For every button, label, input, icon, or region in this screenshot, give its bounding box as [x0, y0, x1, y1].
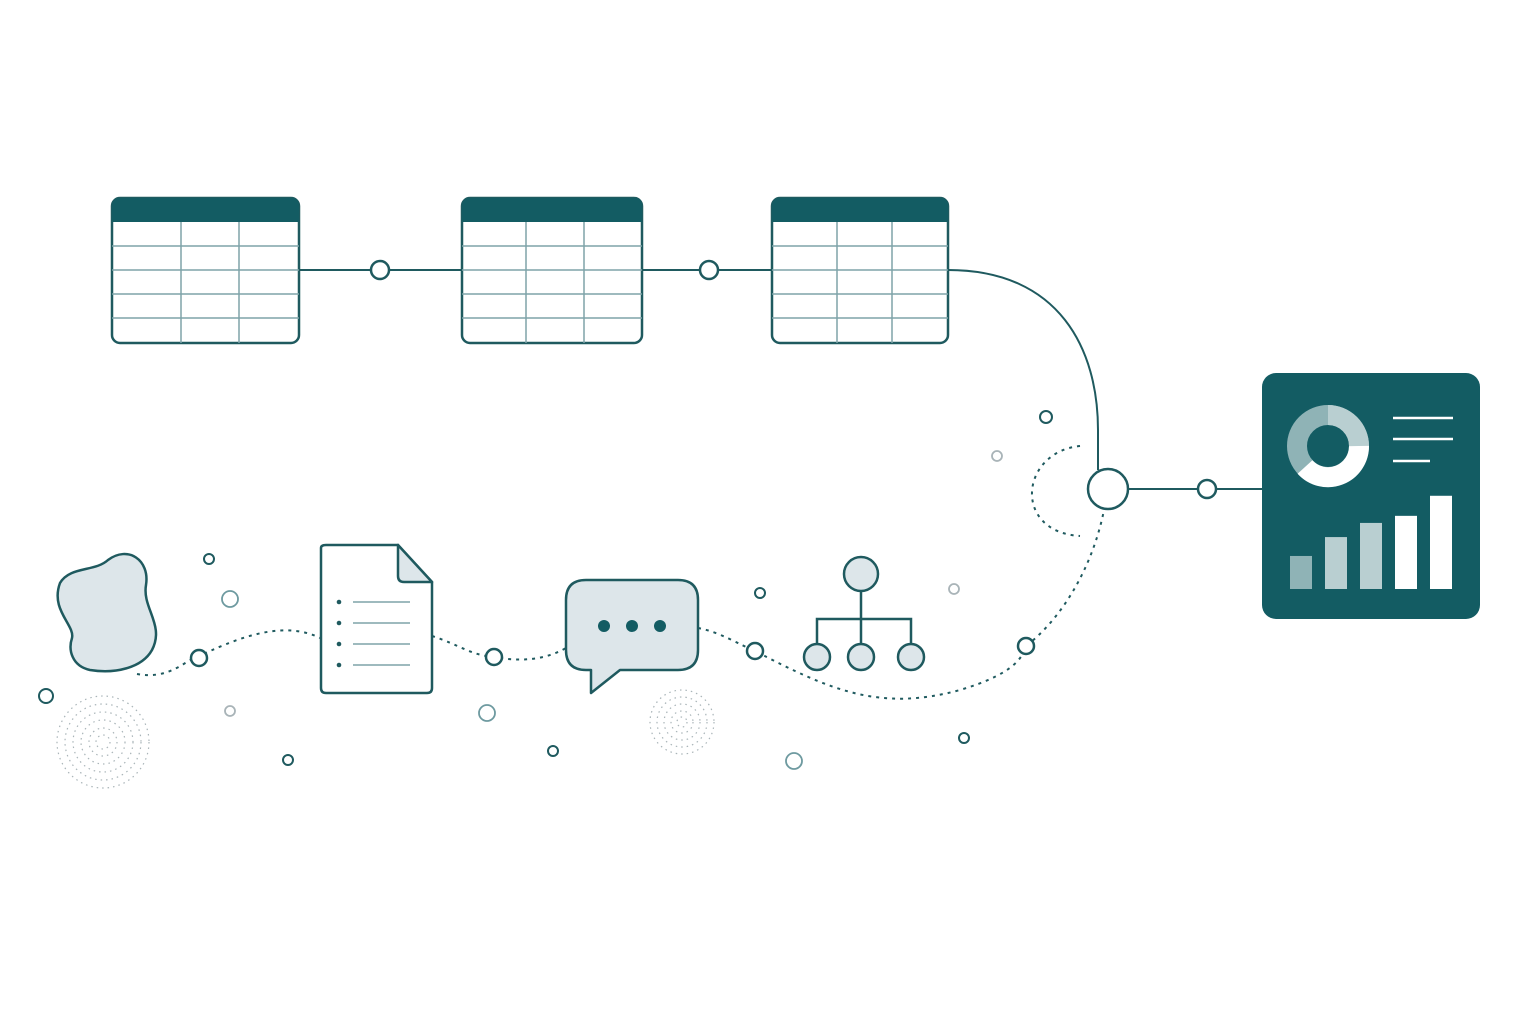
decor-dot — [948, 583, 960, 595]
document-source — [319, 543, 434, 695]
chat-source — [564, 578, 700, 695]
dotted-flow-path — [697, 509, 1105, 700]
connector-node — [369, 259, 391, 281]
connector-node — [484, 647, 504, 667]
connector-curve — [947, 269, 1099, 470]
connector-nodes — [189, 259, 1218, 668]
blob-icon — [56, 552, 158, 673]
merge-node-icon — [1086, 467, 1130, 511]
decor-dot — [221, 590, 239, 608]
decor-dot — [282, 754, 294, 766]
table-icon — [770, 196, 950, 345]
connector-node — [1016, 636, 1036, 656]
donut-chart-icon — [1287, 405, 1370, 488]
decor-dot — [547, 745, 559, 757]
decor-dot — [958, 732, 970, 744]
dashboard-icon — [1262, 373, 1480, 619]
table-icon — [110, 196, 301, 345]
decor-dot — [224, 705, 236, 717]
dotted-flow-path — [136, 629, 321, 677]
connector-node — [698, 259, 720, 281]
table-icon — [460, 196, 644, 345]
decor-dot — [785, 752, 803, 770]
table-source-3 — [770, 196, 950, 345]
dashboard-bar — [1395, 515, 1417, 589]
connector-node — [1196, 478, 1218, 500]
dashboard-bar — [1430, 495, 1452, 589]
table-source-2 — [460, 196, 644, 345]
dashboard — [1262, 373, 1480, 619]
document-icon — [319, 543, 434, 695]
dotted-concentric-decoration — [56, 695, 150, 789]
bar-chart-icon — [1290, 495, 1452, 589]
dashboard-bar — [1325, 537, 1347, 589]
hierarchy-source — [802, 555, 926, 672]
decor-dot — [478, 704, 496, 722]
background-decorations — [38, 410, 1053, 789]
decor-dot — [754, 587, 766, 599]
connector-node — [189, 648, 209, 668]
dashed-arc — [1031, 445, 1081, 537]
hierarchy-icon — [802, 555, 926, 672]
legend-lines — [1393, 416, 1453, 463]
chat-bubble-icon — [564, 578, 700, 695]
dashboard-bar — [1290, 555, 1312, 589]
table-source-1 — [110, 196, 301, 345]
decor-dot — [991, 450, 1003, 462]
connector-node — [745, 641, 765, 661]
scatter-dots — [38, 410, 1053, 770]
decor-dot — [203, 553, 215, 565]
dashboard-bar — [1360, 522, 1382, 589]
decor-dot — [38, 688, 54, 704]
decor-dot — [1039, 410, 1053, 424]
dotted-concentric-decoration — [649, 689, 715, 755]
blob-source — [56, 552, 158, 673]
